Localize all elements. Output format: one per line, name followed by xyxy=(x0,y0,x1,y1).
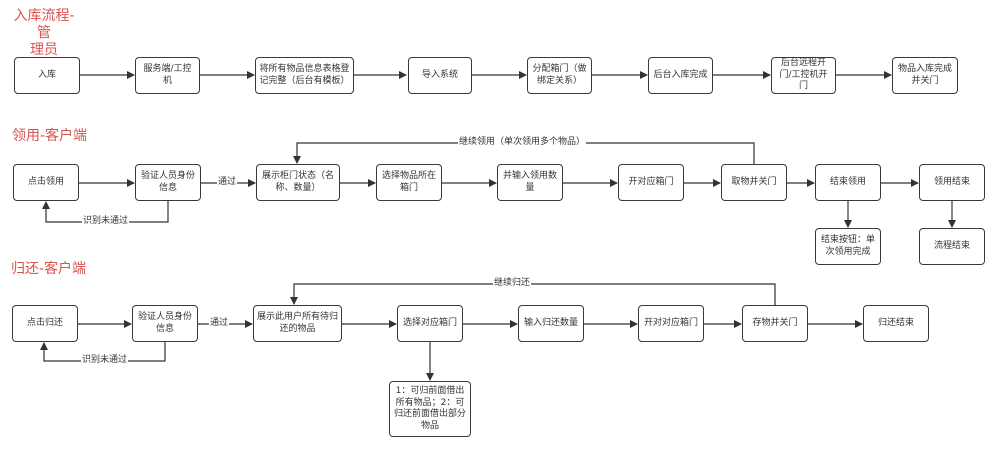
node-label: 验证人员身份信息 xyxy=(137,312,192,334)
node-label: 流程结束 xyxy=(933,240,970,251)
section-title-return: 归还-客户端 xyxy=(11,261,87,277)
node-select-return-door[interactable]: 选择对应箱门 xyxy=(397,305,463,342)
node-open-return-door[interactable]: 开对对应箱门 xyxy=(638,305,704,342)
node-label: 点击领用 xyxy=(27,176,64,187)
node-take-close[interactable]: 取物并关门 xyxy=(721,164,787,201)
edge-label-fail: 识别未通过 xyxy=(82,216,130,227)
node-inbound[interactable]: 入库 xyxy=(14,57,80,94)
node-label: 存物并关门 xyxy=(752,317,798,328)
node-remote-open[interactable]: 后台远程开门/工控机开门 xyxy=(771,57,836,94)
node-assign-door[interactable]: 分配箱门（做绑定关系） xyxy=(527,57,592,94)
node-show-pending-items[interactable]: 展示此用户所有待归还的物品 xyxy=(253,305,342,342)
node-click-borrow[interactable]: 点击领用 xyxy=(13,164,79,201)
node-verify-identity-return[interactable]: 验证人员身份信息 xyxy=(132,305,198,342)
node-label: 取物并关门 xyxy=(731,176,777,187)
node-label: 选择对应箱门 xyxy=(402,317,457,328)
node-label: 并输入领用数量 xyxy=(502,171,557,193)
node-input-return-qty[interactable]: 输入归还数量 xyxy=(518,305,584,342)
node-label: 物品入库完成并关门 xyxy=(897,64,952,86)
edge-label-loop: 继续领用（单次领用多个物品） xyxy=(458,137,587,148)
node-label: 归还结束 xyxy=(877,317,914,328)
edge-label-pass: 通过 xyxy=(217,177,238,188)
node-label: 领用结束 xyxy=(933,176,970,187)
node-end-button[interactable]: 结束按钮：单次领用完成 xyxy=(815,228,881,265)
node-backend-done[interactable]: 后台入库完成 xyxy=(648,57,713,94)
title-line: 入库流程-管 xyxy=(13,8,75,41)
arrow xyxy=(290,283,776,305)
section-title-inbound: 入库流程-管 理员 xyxy=(8,8,80,59)
section-title-borrow: 领用-客户端 xyxy=(12,128,88,144)
node-label: 展示柜门状态（名称、数量） xyxy=(261,171,334,193)
node-inbound-complete[interactable]: 物品入库完成并关门 xyxy=(892,57,958,94)
node-register-sheet[interactable]: 将所有物品信息表格登记完整（后台有模板） xyxy=(255,57,354,94)
edge-label-loop: 继续归还 xyxy=(493,278,532,289)
node-label: 点击归还 xyxy=(26,317,63,328)
node-input-quantity[interactable]: 并输入领用数量 xyxy=(497,164,563,201)
node-borrow-finished[interactable]: 领用结束 xyxy=(919,164,985,201)
node-flow-end[interactable]: 流程结束 xyxy=(919,228,985,265)
node-label: 分配箱门（做绑定关系） xyxy=(532,64,587,86)
node-label: 入库 xyxy=(37,69,56,80)
node-label: 开对应箱门 xyxy=(628,176,674,187)
node-show-door-status[interactable]: 展示柜门状态（名称、数量） xyxy=(256,164,340,201)
node-label: 后台远程开门/工控机开门 xyxy=(779,58,828,92)
node-click-return[interactable]: 点击归还 xyxy=(12,305,78,342)
node-return-note[interactable]: 1：可归前面借出所有物品；2：可归还前面借出部分物品 xyxy=(389,381,471,437)
node-return-finished[interactable]: 归还结束 xyxy=(863,305,929,342)
node-label: 展示此用户所有待归还的物品 xyxy=(257,312,339,334)
node-select-door[interactable]: 选择物品所在箱门 xyxy=(376,164,442,201)
node-server[interactable]: 服务端/工控机 xyxy=(135,57,200,94)
node-label: 验证人员身份信息 xyxy=(140,171,195,193)
node-label: 开对对应箱门 xyxy=(643,317,698,328)
node-store-close[interactable]: 存物并关门 xyxy=(742,305,808,342)
node-label: 结束领用 xyxy=(829,176,866,187)
node-label: 结束按钮：单次领用完成 xyxy=(820,235,875,257)
node-import[interactable]: 导入系统 xyxy=(408,57,472,94)
node-label: 导入系统 xyxy=(421,69,458,80)
node-label: 将所有物品信息表格登记完整（后台有模板） xyxy=(259,64,350,86)
node-label: 选择物品所在箱门 xyxy=(381,171,436,193)
node-label: 1：可归前面借出所有物品；2：可归还前面借出部分物品 xyxy=(393,386,466,431)
edge-label-fail: 识别未通过 xyxy=(81,355,129,366)
node-label: 输入归还数量 xyxy=(523,317,578,328)
node-open-door[interactable]: 开对应箱门 xyxy=(618,164,684,201)
node-verify-identity[interactable]: 验证人员身份信息 xyxy=(135,164,201,201)
title-line: 理员 xyxy=(30,42,58,58)
node-end-borrow[interactable]: 结束领用 xyxy=(815,164,881,201)
edge-label-pass: 通过 xyxy=(209,318,230,329)
node-label: 后台入库完成 xyxy=(653,69,708,80)
node-label: 服务端/工控机 xyxy=(143,64,192,86)
